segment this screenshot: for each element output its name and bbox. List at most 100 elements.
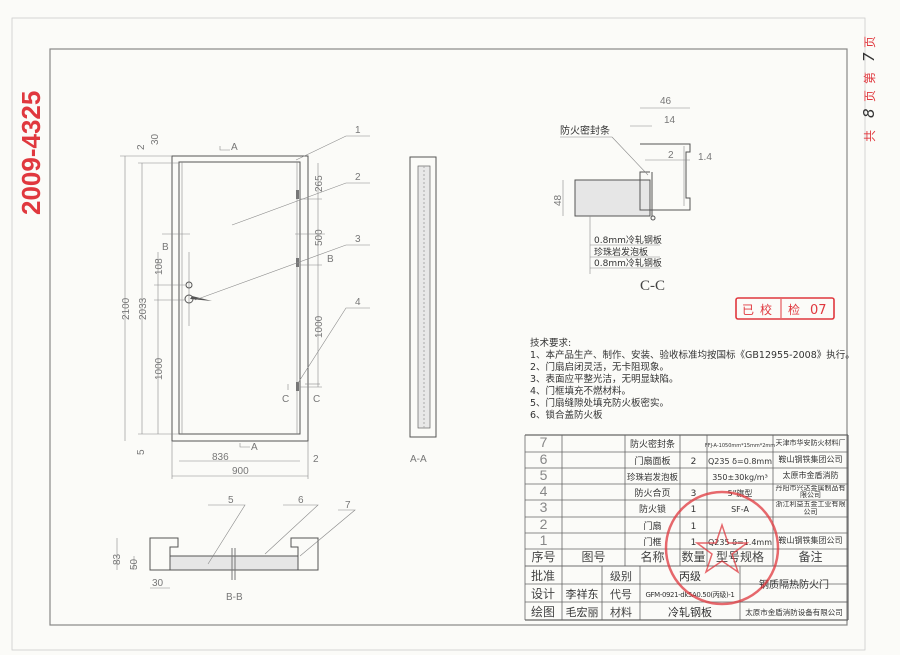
callout-5: 5 <box>228 495 234 506</box>
stamp-cell-1: 已 <box>742 303 754 317</box>
tech-requirements: 技术要求: 1、本产品生产、制作、安装、验收标准均按国标《GB12955-200… <box>530 337 855 421</box>
dim-30-bb: 30 <box>152 578 164 589</box>
dim-2033: 2033 <box>138 297 149 320</box>
hinge-icon <box>296 382 299 391</box>
table-cell-no: 2 <box>540 516 548 532</box>
table-cell-remark-box: 鞍山钢铁集团公司 <box>778 535 843 545</box>
material-label: 材料 <box>610 605 632 619</box>
dim-50: 50 <box>129 558 140 570</box>
approve-label: 批准 <box>531 568 555 583</box>
table-header-name: 名称 <box>640 549 664 564</box>
table-cell-qty: 1 <box>691 505 697 515</box>
table-cell-spec: FFJ-A-1050mm*15mm*2mm <box>705 443 775 449</box>
table-cell-remark-box: 天津市华安防火材料厂 <box>775 438 846 447</box>
table-cell-spec: SF-A <box>731 505 749 514</box>
callout-4: 4 <box>355 297 361 308</box>
dim-2-cc: 2 <box>668 150 674 161</box>
check-stamp: 已 校 检 07 <box>735 297 835 320</box>
table-cell-spec: 5"旗型 <box>728 488 753 498</box>
dim-836: 836 <box>212 452 229 463</box>
side-view-aa: A-A <box>409 156 437 465</box>
table-cell-no: 6 <box>540 451 548 467</box>
dim-2-side: 2 <box>313 454 319 465</box>
table-cell-no: 7 <box>540 434 548 450</box>
designer: 李祥东 <box>566 587 599 601</box>
company-seal <box>664 490 780 606</box>
dim-30: 30 <box>150 133 161 145</box>
side-view-label: A-A <box>410 454 427 465</box>
section-bb-label: B-B <box>226 592 243 603</box>
table-cell-remark: 浙江利益五金工业有限公司 <box>775 500 846 516</box>
table-cell-qty: 1 <box>691 538 697 548</box>
layer-label-2: 珍珠岩发泡板 <box>594 246 648 258</box>
stamp-code: 07 <box>810 303 827 318</box>
seal-star-icon <box>694 522 750 574</box>
dim-2100: 2100 <box>121 297 132 320</box>
table-cell-remark: 鞍山钢铁集团公司 <box>778 535 843 545</box>
section-mark-a-top: A <box>231 142 238 153</box>
grade-label: 级别 <box>610 570 632 583</box>
dim-5: 5 <box>136 449 147 455</box>
dim-265: 265 <box>314 175 325 192</box>
leaf-core <box>169 555 299 571</box>
section-mark-b-left: B <box>162 242 169 253</box>
dim-46: 46 <box>660 96 672 107</box>
table-cell-remark <box>774 518 847 533</box>
inner-border <box>49 48 848 626</box>
tech-item: 6、锁合盖防火板 <box>530 409 603 421</box>
table-cell-qty: 2 <box>691 457 697 467</box>
table-cell-qty: 1 <box>691 522 697 532</box>
table-header-remark: 备注 <box>798 549 822 564</box>
table-cell-no: 4 <box>540 483 548 499</box>
section-bb: 5 6 7 83 50 30 B-B <box>112 495 356 603</box>
table-cell-name: 防火密封条 <box>630 438 675 450</box>
tech-title: 技术要求: <box>530 337 571 349</box>
page-note-unit: 页 <box>863 90 877 102</box>
stamp-cell-3: 检 <box>788 302 800 317</box>
section-mark-a-bottom: A <box>251 442 258 453</box>
code-label: 代号 <box>610 588 632 601</box>
tech-item: 4、门框填充不燃材料。 <box>530 385 631 397</box>
company-name: 太原市金盾消防设备有限公司 <box>745 607 843 617</box>
dim-1-4: 1.4 <box>698 152 712 163</box>
table-header-drawing: 图号 <box>581 550 605 564</box>
page-note-total: 8 <box>860 108 878 118</box>
draw-label: 绘图 <box>531 604 555 619</box>
hinge-icon <box>296 190 299 199</box>
table-cell-remark-box <box>774 518 847 533</box>
dim-83: 83 <box>112 553 123 565</box>
section-cc: 46 14 2 1.4 48 防火密封条 0.8mm冷轧钢板 珍珠岩发泡板 0.… <box>553 96 712 294</box>
section-cc-label: C-C <box>640 278 665 294</box>
outer-border <box>11 17 866 651</box>
table-cell-remark: 鞍山钢铁集团公司 <box>778 454 843 464</box>
callout-6: 6 <box>298 495 304 506</box>
table-cell-spec: Q235 δ=0.8mm <box>708 457 772 466</box>
material-value: 冷轧钢板 <box>668 605 712 619</box>
table-cell-no: 3 <box>540 499 548 515</box>
table-cell-name: 珍珠岩发泡板 <box>627 472 679 483</box>
dim-14: 14 <box>664 115 676 126</box>
page-note-unit-2: 页 <box>863 36 877 48</box>
table-cell-name: 门扇面板 <box>634 455 670 467</box>
tech-item: 5、门扇缝隙处填充防火板密实。 <box>530 397 669 409</box>
table-cell-remark-box: 浙江利益五金工业有限公司 <box>775 500 846 516</box>
table-cell-name: 防火锁 <box>639 503 666 515</box>
dim-500: 500 <box>314 229 325 246</box>
dim-48: 48 <box>553 194 564 206</box>
stamp-cell-2: 校 <box>760 302 772 317</box>
design-label: 设计 <box>531 587 555 601</box>
table-cell-qty: 3 <box>691 489 697 499</box>
table-cell-no: 1 <box>540 532 548 548</box>
table-header-spec: 型号规格 <box>716 549 764 564</box>
table-cell-name: 门扇 <box>643 520 661 532</box>
dim-1000-lock: 1000 <box>154 357 165 380</box>
frame-profile <box>639 143 691 211</box>
table-cell-remark: 天津市华安防火材料厂 <box>775 438 846 447</box>
leaf-core <box>574 179 651 217</box>
door-front-view: 1 2 3 4 A A B B C C 2100 2033 1000 108 3… <box>120 125 370 479</box>
page-note-total-prefix: 共 <box>863 130 877 142</box>
callout-1: 1 <box>355 125 361 136</box>
grade-value: 丙级 <box>679 570 701 583</box>
section-mark-c-left: C <box>282 394 289 405</box>
